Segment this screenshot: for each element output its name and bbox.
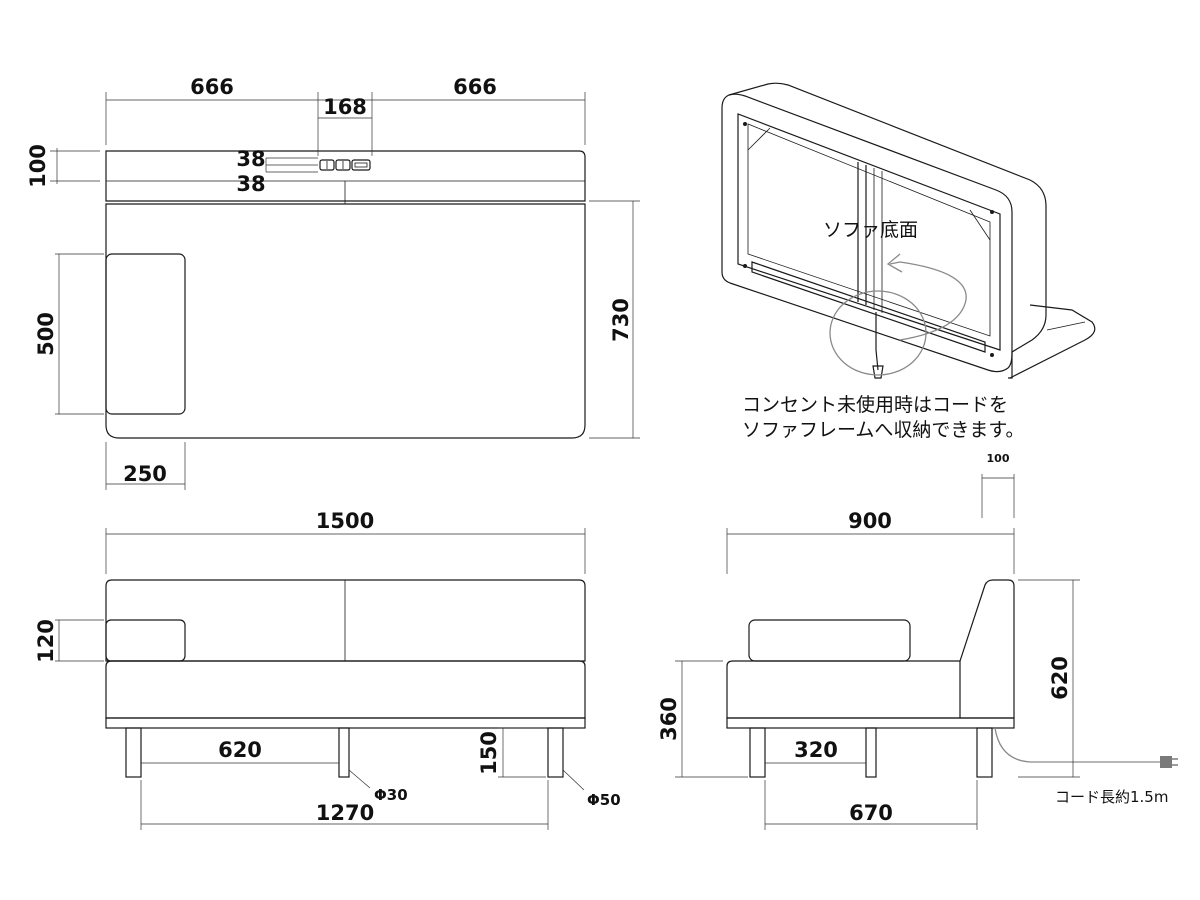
side-view-seat [726, 660, 961, 719]
dim-total-width: 1500 [316, 509, 374, 533]
iso-screw-3 [743, 264, 747, 268]
iso-cord [875, 312, 879, 371]
label-outer-leg-dia: Φ50 [587, 791, 621, 809]
top-view-seat [105, 203, 586, 439]
dim-pillow-height: 120 [34, 619, 58, 663]
outlet-socket-1 [319, 159, 335, 171]
side-view: コード長約1.5m 100 900 620 360 320 670 [657, 452, 1178, 830]
dim-right-width: 666 [453, 75, 497, 99]
iso-brace-right [969, 209, 991, 241]
iso-back-panel-outer [728, 82, 1047, 379]
top-view-cushion [105, 253, 186, 415]
outlet-usb [351, 159, 371, 171]
iso-rotation-arrow [889, 261, 967, 341]
iso-back-panel-top [721, 93, 1013, 373]
dim-side-leg-outer-span: 670 [849, 801, 893, 825]
dim-seat-depth: 730 [609, 298, 633, 342]
dim-total-depth: 900 [848, 509, 892, 533]
dim-outlet-gap-top: 38 [236, 147, 265, 171]
dim-total-height: 620 [1048, 656, 1072, 700]
cord-length-label: コード長約1.5m [1055, 788, 1168, 806]
front-view: 1500 120 620 150 1270 Φ30 Φ50 [34, 509, 621, 830]
dim-cushion-width: 250 [123, 462, 167, 486]
side-view-base [726, 717, 1015, 729]
iso-screw-2 [990, 210, 994, 214]
dim-back-depth: 100 [26, 144, 50, 188]
dim-backrest-thickness: 100 [987, 452, 1010, 465]
iso-screw-1 [743, 122, 747, 126]
dim-seat-height: 360 [657, 697, 681, 741]
iso-rotation-arrowhead [886, 253, 903, 273]
side-view-backrest [959, 579, 1015, 718]
top-view-backrest [105, 150, 586, 202]
front-view-seat [105, 660, 586, 719]
dim-side-leg-inner-span: 320 [794, 738, 838, 762]
iso-brace-left [747, 127, 771, 151]
dim-leg-inner-span: 620 [218, 738, 262, 762]
dim-cushion-length: 500 [34, 312, 58, 356]
dim-leg-outer-span: 1270 [316, 801, 374, 825]
leader-inner-leg-dia [348, 769, 371, 789]
front-view-leg-right [547, 727, 564, 778]
iso-highlight-circle [829, 290, 927, 376]
front-view-backrest [105, 579, 586, 662]
iso-plug [872, 365, 884, 379]
side-view-pillow [748, 619, 911, 662]
iso-seat-base-edge [1046, 321, 1086, 331]
iso-screw-4 [990, 353, 994, 357]
side-view-leg-center [865, 727, 877, 778]
outlet-socket-2 [335, 159, 351, 171]
side-view-cord [994, 727, 1160, 763]
iso-note-line2: ソファフレームへ収納できます。 [742, 419, 1025, 441]
iso-view: ソファ底面 コンセント未使用時はコードを ソファフレームへ収納できます。 [721, 82, 1096, 441]
iso-frame-inner [737, 113, 1001, 351]
top-view-outlet-panel [319, 159, 371, 171]
iso-seat-base [1009, 304, 1096, 379]
side-view-leg-right [976, 727, 993, 778]
top-view: 666 168 666 38 38 100 500 730 250 [26, 75, 640, 490]
front-view-pillow [105, 619, 186, 662]
iso-bottom-label: ソファ底面 [823, 219, 918, 241]
iso-bottom-rail [751, 261, 986, 353]
front-view-leg-center [338, 727, 350, 778]
side-view-leg-left [749, 727, 766, 778]
iso-frame-inner-2 [747, 123, 991, 337]
front-view-base [105, 717, 586, 729]
iso-note-line1: コンセント未使用時はコードを [742, 394, 1008, 416]
label-inner-leg-dia: Φ30 [374, 786, 408, 804]
front-view-leg-left [125, 727, 142, 778]
dim-center-width: 168 [323, 95, 367, 119]
leader-outer-leg-dia [562, 769, 585, 791]
dim-leg-height: 150 [477, 731, 501, 775]
outlet-usb-slot [354, 162, 368, 168]
dim-left-width: 666 [190, 75, 234, 99]
dim-outlet-gap-bottom: 38 [236, 172, 265, 196]
side-view-plug [1160, 756, 1172, 768]
